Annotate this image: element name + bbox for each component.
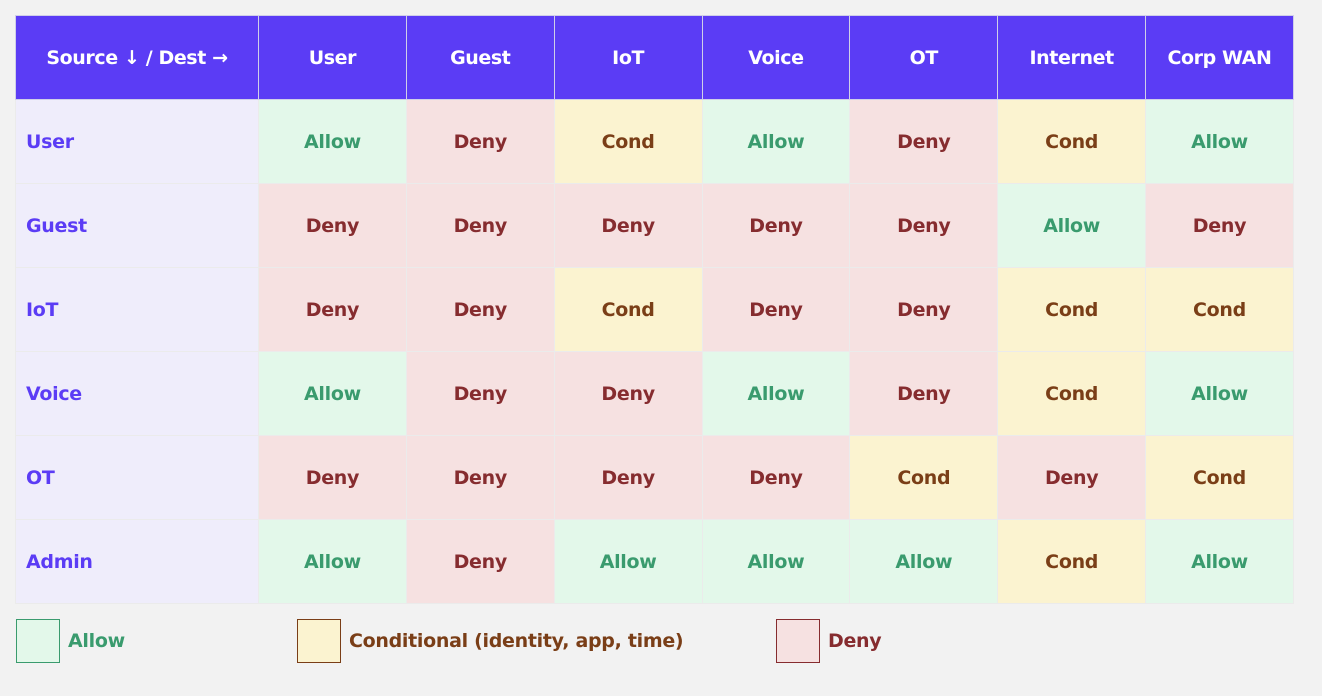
- policy-cell: Cond: [1145, 435, 1294, 520]
- policy-cell: Deny: [405, 435, 555, 520]
- policy-cell: Cond: [1145, 267, 1294, 352]
- policy-cell: Allow: [258, 351, 407, 436]
- row-header: IoT: [15, 267, 259, 352]
- legend-deny-label: Deny: [828, 630, 882, 652]
- policy-cell: Deny: [405, 99, 555, 184]
- policy-cell: Deny: [258, 435, 407, 520]
- policy-cell: Deny: [701, 435, 851, 520]
- policy-cell: Allow: [258, 519, 407, 604]
- legend-allow-label: Allow: [68, 630, 125, 652]
- column-header-user: User: [258, 15, 407, 100]
- column-header-iot: IoT: [553, 15, 703, 100]
- policy-cell: Cond: [849, 435, 999, 520]
- policy-cell: Deny: [701, 267, 851, 352]
- policy-cell: Allow: [849, 519, 999, 604]
- row-header: OT: [15, 435, 259, 520]
- policy-cell: Allow: [553, 519, 703, 604]
- policy-cell: Deny: [849, 183, 999, 268]
- policy-cell: Allow: [701, 519, 851, 604]
- policy-cell: Allow: [1145, 351, 1294, 436]
- policy-cell: Deny: [258, 267, 407, 352]
- row-header: Voice: [15, 351, 259, 436]
- legend-deny-swatch: [776, 619, 820, 663]
- policy-cell: Allow: [701, 351, 851, 436]
- column-header-voice: Voice: [701, 15, 851, 100]
- policy-cell: Deny: [849, 99, 999, 184]
- policy-cell: Deny: [553, 435, 703, 520]
- legend-conditional-swatch: [297, 619, 341, 663]
- policy-cell: Deny: [405, 519, 555, 604]
- row-header: Guest: [15, 183, 259, 268]
- legend-allow: Allow: [16, 619, 125, 663]
- row-header: User: [15, 99, 259, 184]
- policy-cell: Allow: [1145, 519, 1294, 604]
- header-row: Source ↓ / Dest → User Guest IoT Voice O…: [15, 15, 1294, 100]
- row-header: Admin: [15, 519, 259, 604]
- policy-cell: Deny: [405, 183, 555, 268]
- policy-cell: Cond: [553, 99, 703, 184]
- column-header-ot: OT: [849, 15, 999, 100]
- legend-allow-swatch: [16, 619, 60, 663]
- legend-conditional-label: Conditional (identity, app, time): [349, 630, 684, 652]
- legend-conditional: Conditional (identity, app, time): [297, 619, 684, 663]
- policy-cell: Deny: [258, 183, 407, 268]
- column-header-corp-wan: Corp WAN: [1145, 15, 1294, 100]
- policy-cell: Cond: [997, 267, 1147, 352]
- policy-cell: Cond: [997, 99, 1147, 184]
- column-header-guest: Guest: [405, 15, 555, 100]
- policy-cell: Allow: [258, 99, 407, 184]
- policy-cell: Deny: [701, 183, 851, 268]
- column-header-internet: Internet: [997, 15, 1147, 100]
- policy-cell: Allow: [1145, 99, 1294, 184]
- policy-cell: Cond: [997, 519, 1147, 604]
- policy-cell: Deny: [849, 351, 999, 436]
- policy-cell: Allow: [997, 183, 1147, 268]
- policy-cell: Deny: [405, 351, 555, 436]
- policy-cell: Deny: [1145, 183, 1294, 268]
- corner-header: Source ↓ / Dest →: [15, 15, 259, 100]
- policy-matrix-table: Source ↓ / Dest → User Guest IoT Voice O…: [15, 15, 1294, 604]
- policy-cell: Deny: [997, 435, 1147, 520]
- policy-cell: Cond: [997, 351, 1147, 436]
- policy-cell: Deny: [405, 267, 555, 352]
- legend-deny: Deny: [776, 619, 882, 663]
- policy-cell: Deny: [849, 267, 999, 352]
- policy-cell: Allow: [701, 99, 851, 184]
- policy-cell: Deny: [553, 351, 703, 436]
- policy-cell: Deny: [553, 183, 703, 268]
- policy-cell: Cond: [553, 267, 703, 352]
